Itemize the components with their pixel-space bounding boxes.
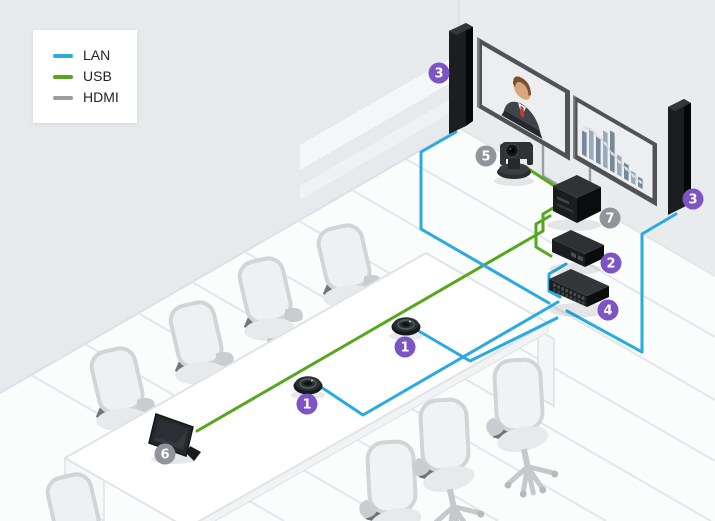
usb-cable-codec-hub [534, 214, 553, 258]
speaker-left [449, 23, 473, 134]
badge-number: 3 [688, 193, 697, 208]
badge-3-speaker-right: 3 [682, 188, 704, 210]
hdmi-cable-display-left [541, 142, 565, 190]
legend-item-lan: LAN [53, 47, 119, 64]
badge-5-ptz-camera: 5 [475, 145, 497, 167]
legend-label: HDMI [83, 89, 119, 105]
lan-color-swatch [53, 53, 73, 58]
legend-label: LAN [83, 47, 111, 63]
switch-ports [553, 283, 585, 305]
legend-item-hdmi: HDMI [53, 89, 119, 106]
wall-stripe [300, 94, 459, 200]
display-video-call [477, 37, 570, 161]
badge-6-touch-panel: 6 [154, 443, 176, 465]
cable-legend: LAN USB HDMI [33, 30, 137, 123]
lan-cable-mic-lower [319, 300, 560, 417]
numbered-badges: 1 1 2 3 3 4 5 6 7 [154, 62, 704, 465]
badge-number: 7 [605, 212, 614, 227]
badge-number: 5 [481, 150, 490, 165]
lan-cable-mic-upper [415, 316, 559, 363]
hdmi-color-swatch [53, 95, 73, 100]
badge-number: 1 [302, 398, 311, 413]
legend-label: USB [83, 68, 112, 84]
touch-panel-stand [186, 446, 201, 461]
badge-number: 1 [400, 341, 409, 356]
speaker-right [668, 99, 691, 215]
usb-cable-camera [525, 166, 558, 189]
lan-cable-speaker-left [419, 130, 551, 305]
ptz-camera [494, 142, 534, 186]
hub-box [549, 230, 604, 275]
badge-4-network-switch: 4 [597, 299, 619, 321]
badge-2-hub: 2 [600, 252, 622, 274]
badge-3-speaker-left: 3 [428, 62, 450, 84]
badge-number: 6 [160, 448, 169, 463]
display-presentation [573, 94, 657, 207]
badge-1-tabletop-mic-lower: 1 [296, 393, 318, 415]
presentation-bar-chart [582, 125, 643, 190]
video-call-person [483, 46, 564, 152]
usb-cable-touch-panel [195, 206, 555, 433]
wall-base-left [0, 127, 460, 394]
badge-number: 2 [606, 257, 615, 272]
badge-7-codec: 7 [599, 207, 621, 229]
network-switch [549, 269, 611, 317]
badge-number: 4 [603, 304, 612, 319]
codec-box [547, 175, 601, 231]
tabletop-mic-upper [389, 317, 423, 341]
usb-color-swatch [53, 74, 73, 79]
badge-1-tabletop-mic-upper: 1 [394, 336, 416, 358]
legend-item-usb: USB [53, 68, 119, 85]
wall-stripe [300, 53, 459, 170]
lan-cable-speaker-right [565, 212, 678, 354]
badge-number: 3 [434, 67, 443, 82]
